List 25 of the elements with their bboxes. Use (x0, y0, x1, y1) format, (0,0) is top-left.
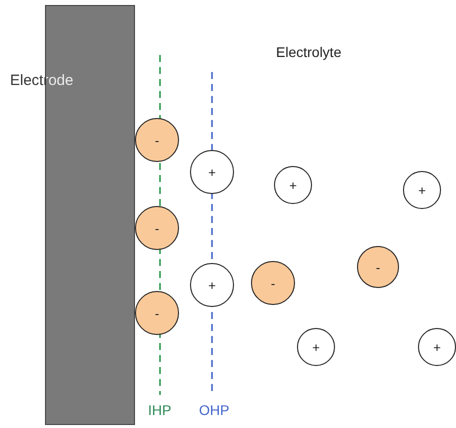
cation-circle (190, 263, 234, 307)
charge-sign: - (154, 134, 160, 146)
charge-sign: - (376, 260, 380, 274)
anion-circle (135, 291, 179, 335)
cation-circle (190, 150, 234, 194)
anion-circle (357, 246, 399, 288)
charge-sign: + (418, 184, 426, 196)
charge-sign: + (312, 340, 320, 354)
anion-circle (135, 118, 179, 162)
cation-circle (403, 171, 441, 209)
ohp-label: OHP (199, 402, 230, 418)
charge-sign: - (154, 306, 160, 320)
ihp-label: IHP (148, 402, 172, 418)
charge-sign: + (289, 178, 297, 192)
cation-circle (274, 166, 312, 204)
anion-circle (135, 206, 179, 250)
charge-sign: - (270, 276, 276, 290)
charge-sign: + (433, 340, 441, 354)
cation-circle (297, 328, 335, 366)
charge-sign: - (154, 222, 160, 234)
electrolyte-label: Electrolyte (276, 44, 342, 60)
charge-sign: + (208, 278, 216, 292)
cation-circle (418, 328, 456, 366)
anion-circle (251, 261, 295, 305)
charge-sign: + (208, 166, 216, 178)
